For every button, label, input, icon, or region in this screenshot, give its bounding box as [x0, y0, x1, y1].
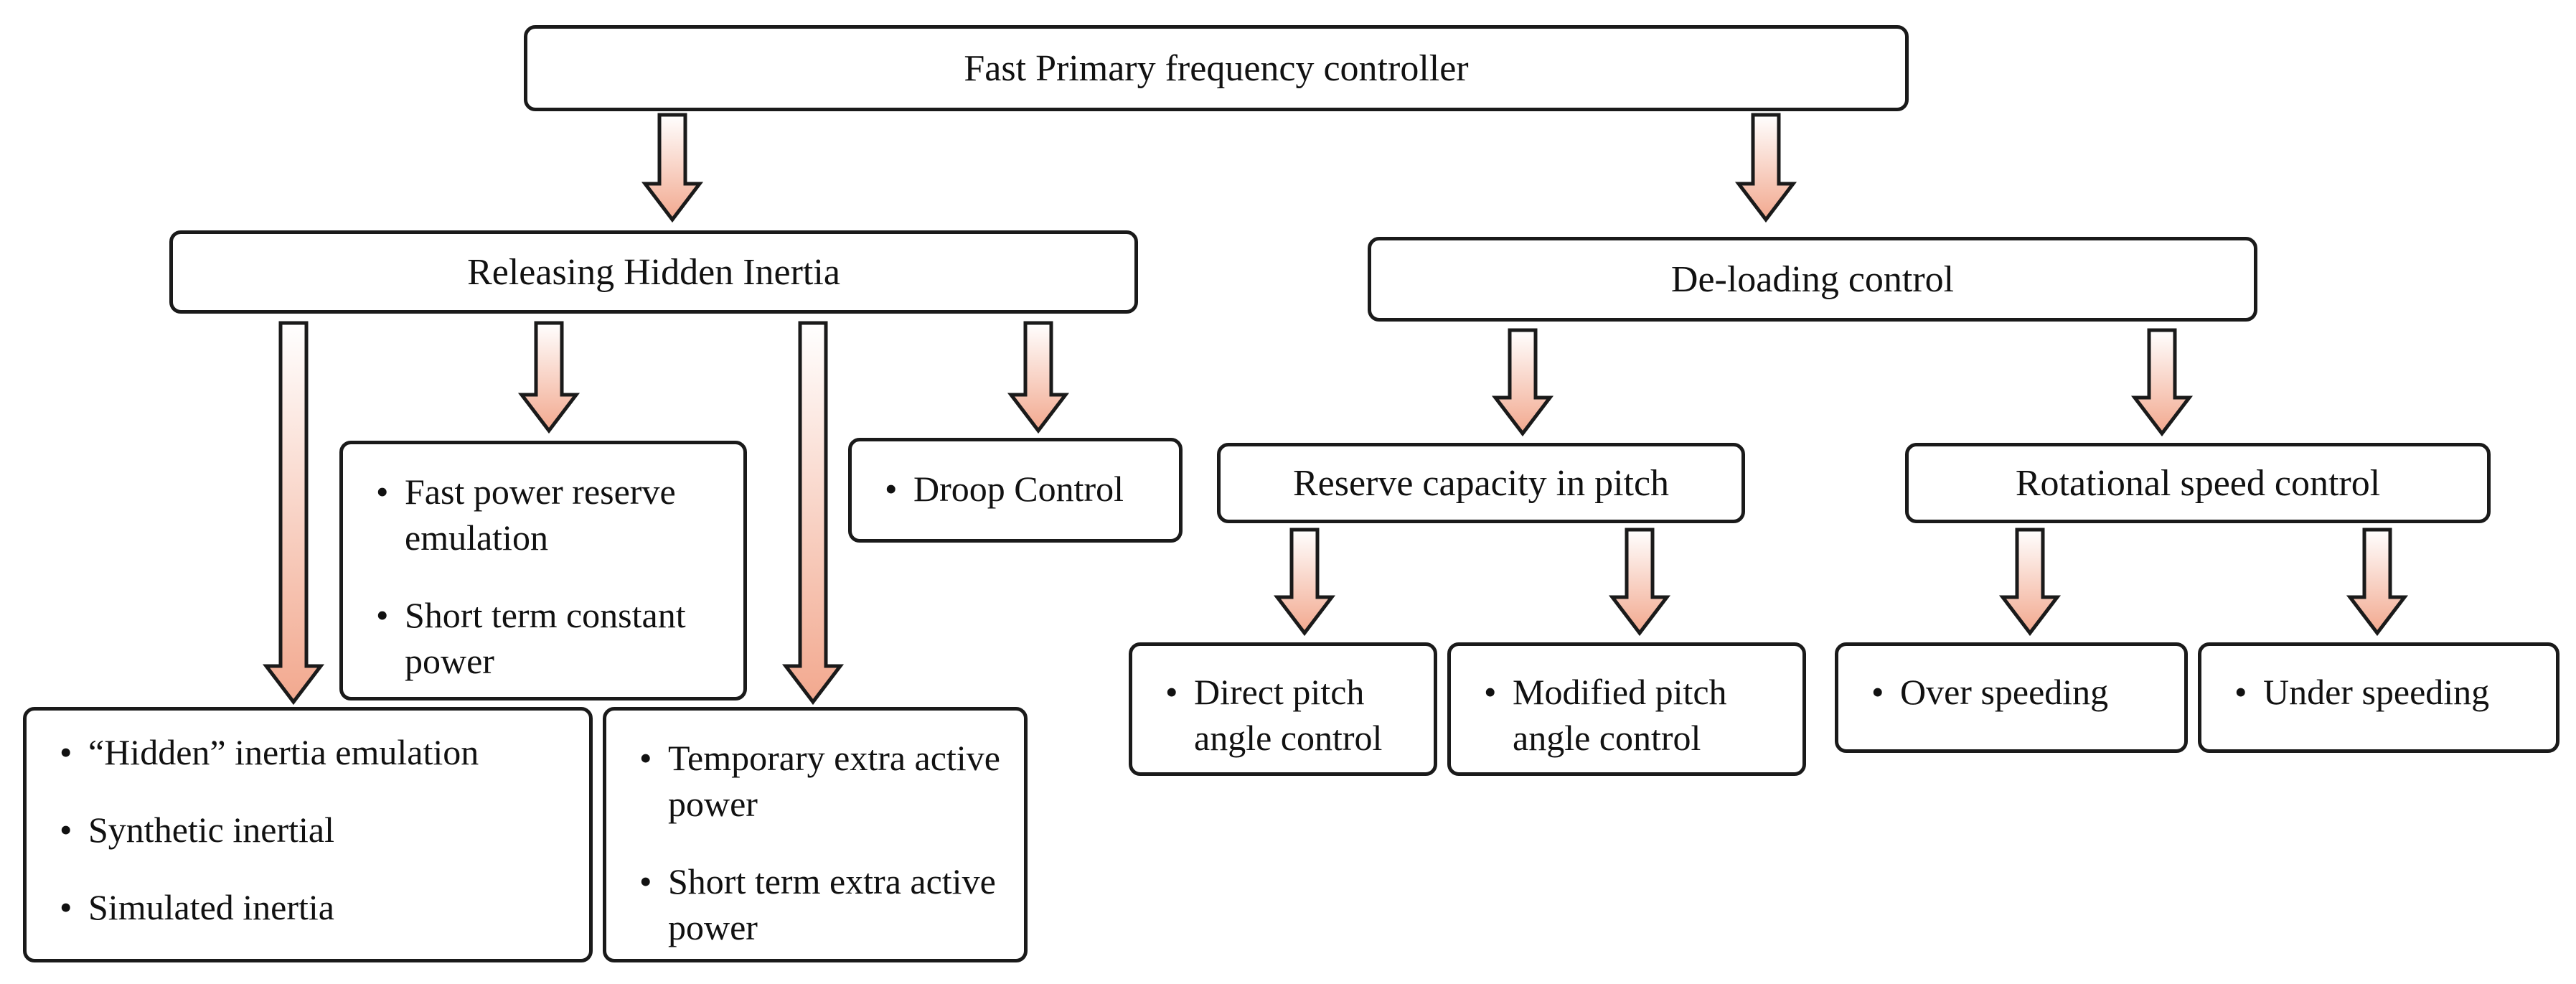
arrow-to-fast-power [517, 321, 580, 434]
arrow-to-direct-pitch [1273, 528, 1336, 637]
rotational-speed-node: Rotational speed control [1905, 443, 2491, 523]
reserve-pitch-node: Reserve capacity in pitch [1217, 443, 1745, 523]
list-item: Short term constant power [376, 592, 743, 684]
list-item: Direct pitch angle control [1165, 669, 1434, 761]
list-item: Droop Control [885, 466, 1179, 512]
list-item: Under speeding [2234, 669, 2556, 715]
list-item: Modified pitch angle control [1484, 669, 1802, 761]
droop-control-box: Droop Control [848, 438, 1183, 543]
list-item: Simulated inertia [60, 884, 589, 930]
list-item: Fast power reserve emulation [376, 469, 743, 561]
list-item: Synthetic inertial [60, 807, 589, 853]
deloading-label: De-loading control [1670, 258, 1955, 300]
arrow-to-reserve-pitch [1491, 328, 1554, 437]
arrow-to-modified-pitch [1608, 528, 1671, 637]
root-node-label: Fast Primary frequency controller [964, 47, 1469, 89]
fast-power-reserve-box: Fast power reserve emulation Short term … [339, 441, 747, 700]
arrow-to-rotational-speed [2130, 328, 2194, 437]
list-item: Short term extra active power [639, 858, 1024, 950]
direct-pitch-box: Direct pitch angle control [1129, 642, 1437, 776]
under-speeding-box: Under speeding [2198, 642, 2559, 753]
arrow-to-temporary-power [781, 321, 845, 706]
arrow-to-under-speeding [2346, 528, 2409, 637]
arrow-to-inertia-emulation [262, 321, 325, 706]
rotational-speed-label: Rotational speed control [2015, 462, 2381, 504]
modified-pitch-box: Modified pitch angle control [1447, 642, 1806, 776]
arrow-root-to-hidden-inertia [641, 113, 704, 223]
hidden-inertia-label: Releasing Hidden Inertia [467, 251, 840, 293]
temporary-power-box: Temporary extra active power Short term … [603, 707, 1028, 962]
arrow-to-over-speeding [1998, 528, 2062, 637]
deloading-node: De-loading control [1368, 237, 2257, 322]
arrow-root-to-deloading [1734, 113, 1797, 223]
hidden-inertia-node: Releasing Hidden Inertia [169, 230, 1138, 314]
root-node: Fast Primary frequency controller [524, 25, 1909, 111]
inertia-emulation-box: “Hidden” inertia emulation Synthetic ine… [23, 707, 593, 962]
list-item: Temporary extra active power [639, 735, 1024, 827]
reserve-pitch-label: Reserve capacity in pitch [1292, 462, 1670, 504]
over-speeding-box: Over speeding [1835, 642, 2188, 753]
arrow-to-droop-control [1007, 321, 1070, 434]
list-item: “Hidden” inertia emulation [60, 729, 589, 775]
list-item: Over speeding [1871, 669, 2184, 715]
